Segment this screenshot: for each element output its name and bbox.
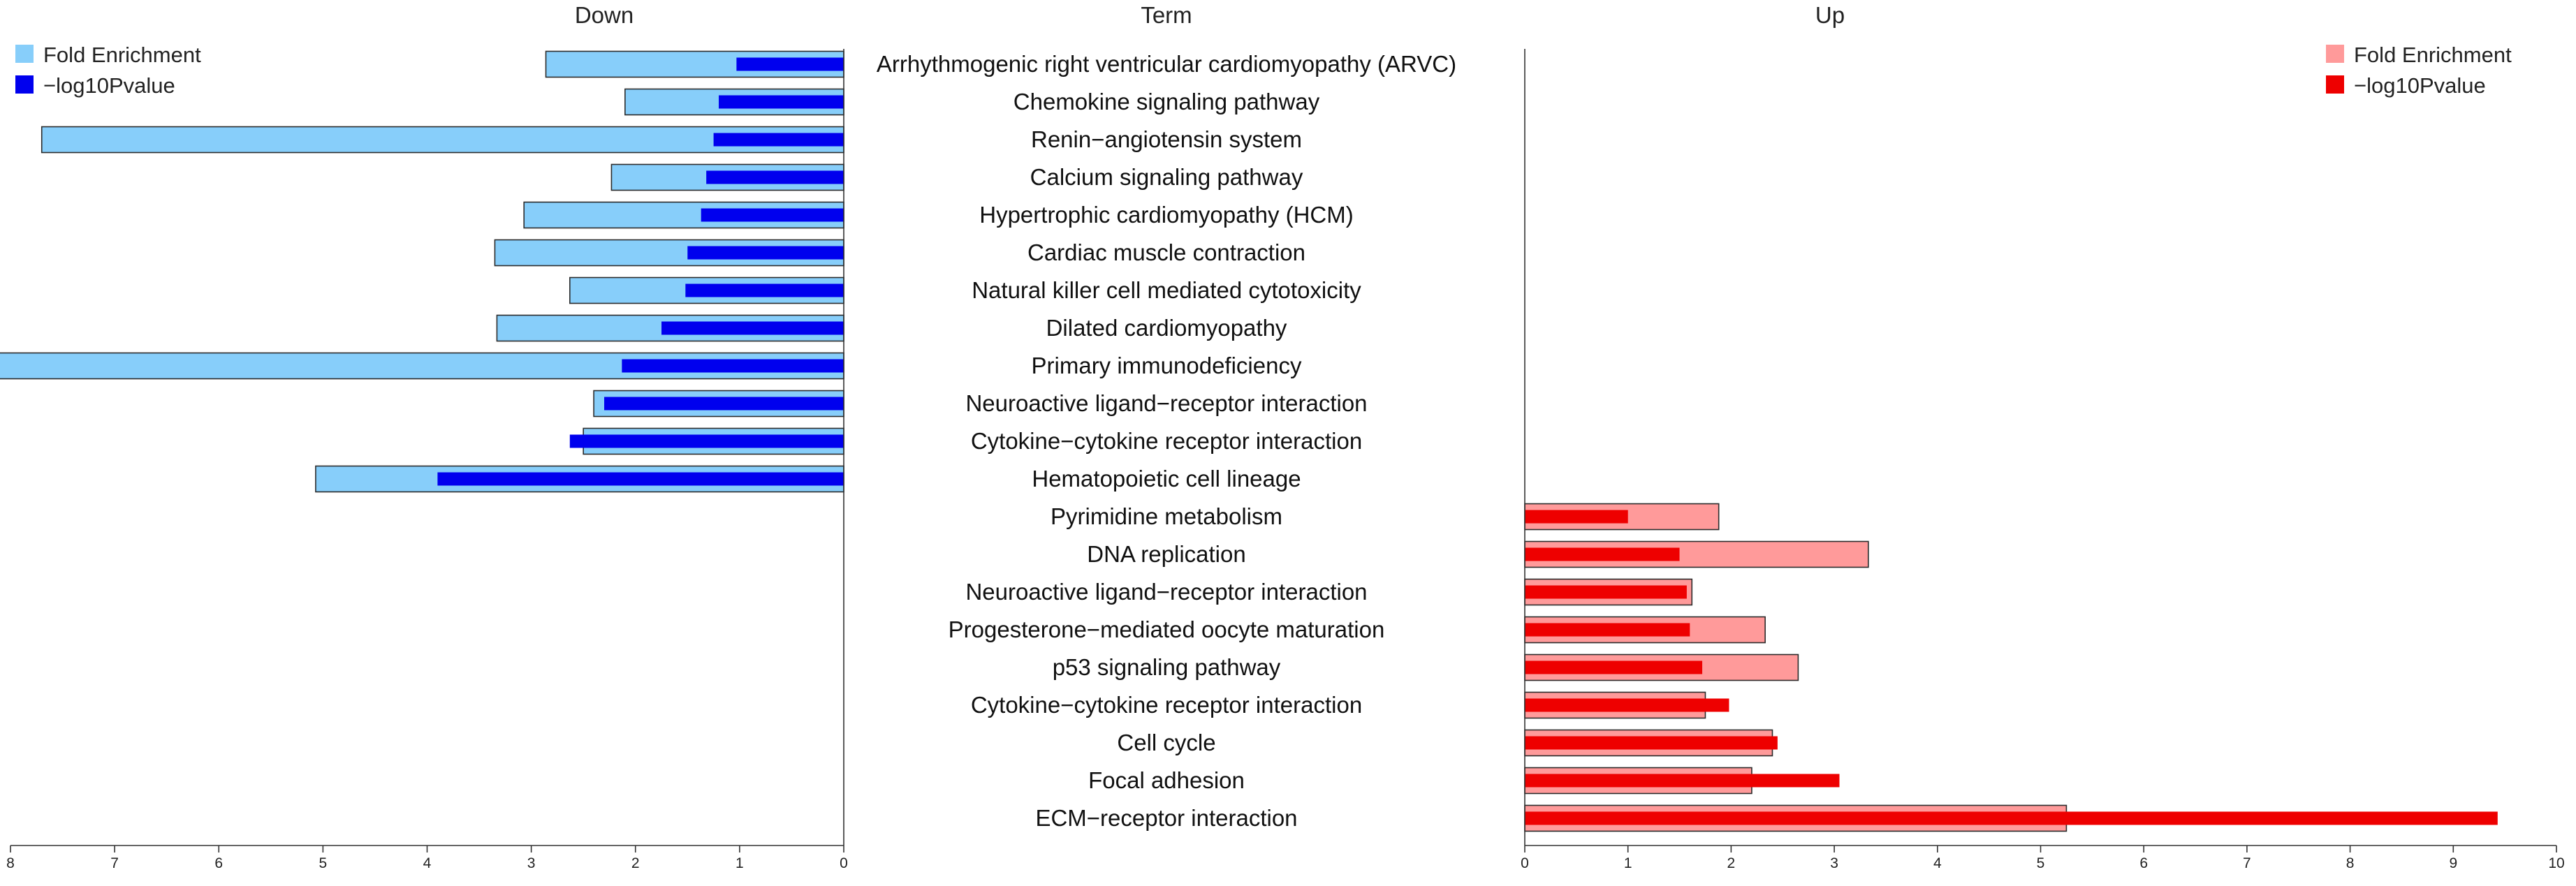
- down-pvalue-bar: [713, 133, 844, 147]
- up-x-tick-label: 5: [2037, 855, 2045, 871]
- up-pvalue-bar: [1525, 585, 1687, 599]
- down-pvalue-bar: [706, 170, 844, 184]
- term-label: Calcium signaling pathway: [1030, 164, 1303, 190]
- term-label: Cytokine−cytokine receptor interaction: [971, 428, 1362, 454]
- term-label: Chemokine signaling pathway: [1013, 89, 1320, 115]
- term-label: DNA replication: [1087, 541, 1245, 567]
- up-x-tick-label: 7: [2243, 855, 2251, 871]
- up-x-tick-label: 1: [1624, 855, 1632, 871]
- down-fold-bar: [41, 126, 844, 154]
- down-pvalue-bar: [701, 208, 844, 222]
- header-up: Up: [1815, 2, 1845, 28]
- term-label: Progesterone−mediated oocyte maturation: [949, 616, 1385, 642]
- down-pvalue-bar: [736, 57, 844, 71]
- up-x-tick-label: 3: [1830, 855, 1838, 871]
- term-label: Dilated cardiomyopathy: [1046, 315, 1287, 341]
- term-labels: Arrhythmogenic right ventricular cardiom…: [877, 51, 1456, 831]
- up-pvalue-bar: [1525, 811, 2498, 825]
- up-x-tick-label: 2: [1727, 855, 1736, 871]
- term-label: Primary immunodeficiency: [1032, 353, 1302, 378]
- up-x-tick-label: 8: [2346, 855, 2355, 871]
- term-label: Neuroactive ligand−receptor interaction: [965, 579, 1367, 605]
- down-x-tick-label: 1: [736, 855, 744, 871]
- term-label: Hypertrophic cardiomyopathy (HCM): [979, 202, 1354, 228]
- down-pvalue-bar: [687, 246, 844, 260]
- up-pvalue-bar: [1525, 623, 1690, 637]
- up-legend-swatch-fold: [2326, 45, 2344, 63]
- down-pvalue-bar: [622, 359, 844, 373]
- up-x-tick-label: 10: [2548, 855, 2564, 871]
- term-label: Focal adhesion: [1088, 767, 1245, 793]
- down-x-tick-label: 5: [319, 855, 328, 871]
- down-pvalue-bar: [661, 321, 844, 335]
- up-legend-label-pvalue: −log10Pvalue: [2354, 73, 2486, 98]
- term-label: Neuroactive ligand−receptor interaction: [965, 390, 1367, 416]
- down-x-tick-label: 6: [214, 855, 223, 871]
- term-label: Arrhythmogenic right ventricular cardiom…: [877, 51, 1456, 77]
- term-label: Cytokine−cytokine receptor interaction: [971, 692, 1362, 718]
- header-down: Down: [575, 2, 634, 28]
- down-x-tick-label: 8: [6, 855, 15, 871]
- term-label: Cell cycle: [1117, 730, 1215, 755]
- down-legend: Fold Enrichment −log10Pvalue: [15, 43, 201, 98]
- down-pvalue-bar: [437, 472, 844, 486]
- up-legend: Fold Enrichment −log10Pvalue: [2326, 43, 2512, 98]
- down-legend-label-fold: Fold Enrichment: [43, 43, 201, 67]
- down-pvalue-bar: [569, 434, 844, 448]
- down-pvalue-bar: [719, 95, 844, 109]
- down-plot: 8 7 6 5 4 3 2 1 0: [0, 49, 848, 871]
- term-label: Pyrimidine metabolism: [1051, 503, 1282, 529]
- up-legend-swatch-pvalue: [2326, 75, 2344, 94]
- up-pvalue-bar: [1525, 736, 1778, 750]
- down-x-tick-label: 3: [527, 855, 536, 871]
- term-label: Hematopoietic cell lineage: [1032, 466, 1301, 492]
- up-pvalue-bar: [1525, 698, 1729, 712]
- down-x-tick-label: 2: [631, 855, 640, 871]
- up-pvalue-bar: [1525, 774, 1840, 788]
- down-pvalue-bar: [685, 283, 844, 297]
- down-legend-swatch-pvalue: [15, 75, 34, 94]
- up-x-tick-label: 0: [1521, 855, 1529, 871]
- up-x-tick-label: 4: [1933, 855, 1942, 871]
- up-plot: 0 1 2 3 4 5 6 7 8 9 10: [1521, 49, 2565, 871]
- down-legend-label-pvalue: −log10Pvalue: [43, 73, 175, 98]
- up-pvalue-bar: [1525, 510, 1628, 524]
- up-legend-label-fold: Fold Enrichment: [2354, 43, 2512, 67]
- term-label: Renin−angiotensin system: [1031, 126, 1302, 152]
- up-pvalue-bar: [1525, 660, 1703, 674]
- term-label: ECM−receptor interaction: [1035, 805, 1297, 831]
- term-label: Cardiac muscle contraction: [1027, 239, 1305, 265]
- down-legend-swatch-fold: [15, 45, 34, 63]
- header-term: Term: [1141, 2, 1192, 28]
- down-pvalue-bar: [604, 397, 844, 411]
- up-pvalue-bar: [1525, 547, 1680, 561]
- down-x-tick-label: 7: [110, 855, 119, 871]
- term-label: Natural killer cell mediated cytotoxicit…: [972, 277, 1361, 303]
- down-x-tick-label: 4: [423, 855, 432, 871]
- up-x-tick-label: 9: [2449, 855, 2457, 871]
- term-label: p53 signaling pathway: [1053, 654, 1281, 680]
- up-x-tick-label: 6: [2139, 855, 2148, 871]
- down-x-tick-label: 0: [840, 855, 848, 871]
